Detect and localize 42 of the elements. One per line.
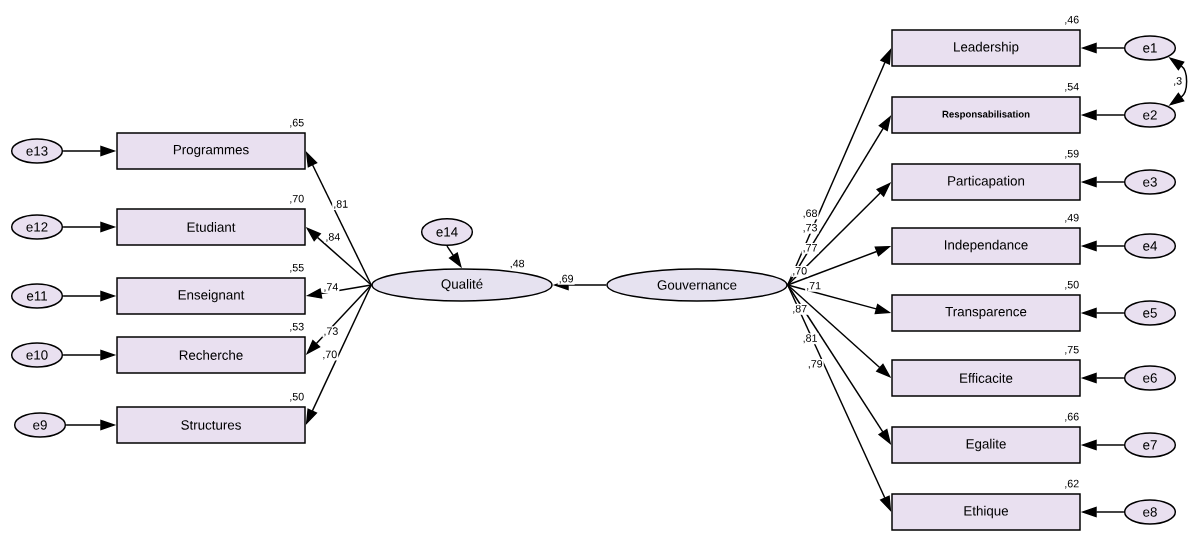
variable-box: Recherche (116, 336, 306, 374)
r-squared-label: ,66 (1065, 412, 1079, 422)
r-squared-label: ,75 (1065, 345, 1079, 355)
r-squared-label: ,54 (1065, 82, 1079, 92)
variable-box: Egalite (891, 426, 1081, 464)
edge-label: ,3 (1172, 76, 1184, 87)
edge-label: ,70 (321, 349, 339, 361)
edge-label: ,68 (801, 208, 819, 220)
edge-label: ,70 (791, 266, 809, 277)
edge-label: ,81 (332, 199, 350, 211)
variable-box: Enseignant (116, 277, 306, 315)
variable-box: Efficacite (891, 359, 1081, 397)
r-squared-label: ,62 (1065, 479, 1079, 489)
variable-box: Leadership (891, 29, 1081, 67)
edge-label: ,73 (801, 222, 819, 234)
edge-label: ,71 (805, 280, 823, 292)
edge-label: ,87 (791, 303, 809, 315)
edge-label: ,79 (806, 358, 824, 370)
variable-box: Responsabilisation (891, 96, 1081, 134)
variable-box: Ethique (891, 493, 1081, 531)
edge-label: ,81 (801, 333, 819, 345)
variable-box: Transparence (891, 294, 1081, 332)
edge-label: ,69 (557, 273, 575, 285)
variable-box: Structures (116, 406, 306, 444)
variable-box: Programmes (116, 132, 306, 170)
variable-box: Independance (891, 227, 1081, 265)
r-squared-label: ,53 (290, 322, 304, 332)
r-squared-label: ,46 (1065, 15, 1079, 25)
variable-box: Particapation (891, 163, 1081, 201)
variable-box: Etudiant (116, 208, 306, 246)
r-squared-label: ,59 (1065, 149, 1079, 159)
edge-label: ,84 (324, 232, 342, 243)
r-squared-label: ,55 (290, 263, 304, 273)
edge-label: ,73 (322, 326, 340, 338)
r-squared-label: ,70 (290, 194, 304, 204)
r-squared-label: ,49 (1065, 213, 1079, 223)
r-squared-label: ,50 (290, 392, 304, 402)
r-squared-label: ,65 (290, 118, 304, 128)
edge-label: ,74 (322, 282, 340, 293)
r-squared-label: ,48 (510, 259, 525, 269)
r-squared-label: ,50 (1065, 280, 1079, 290)
edge-label: ,77 (801, 243, 819, 254)
